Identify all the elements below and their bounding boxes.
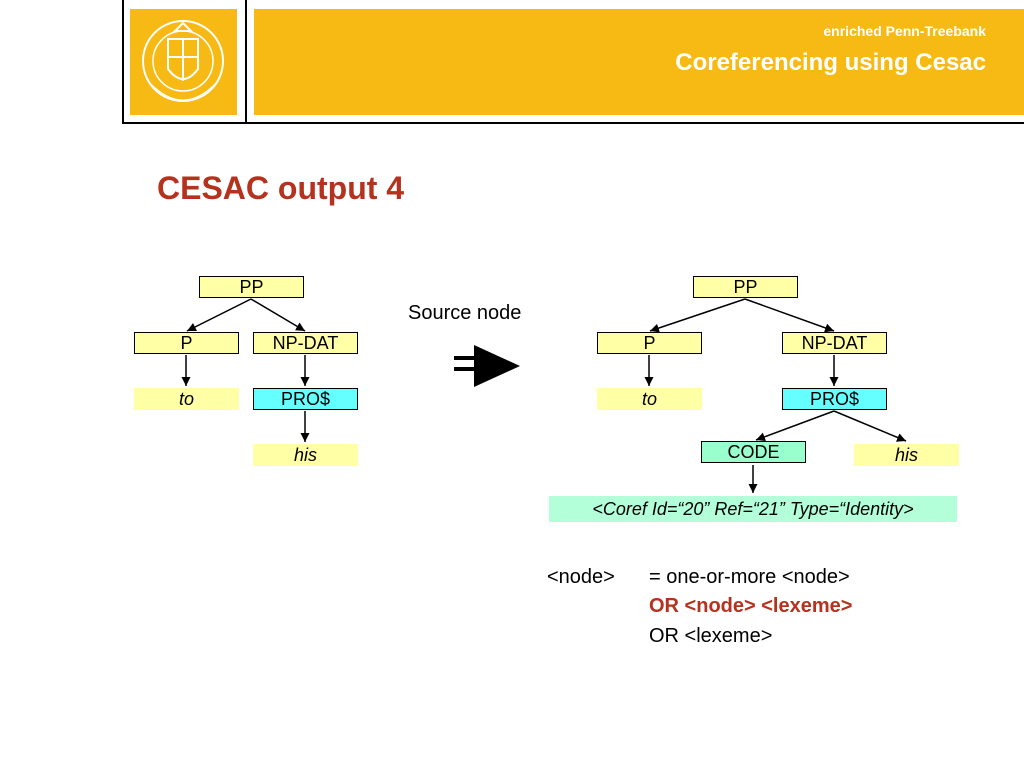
university-logo — [130, 9, 237, 115]
left-node-pro: PRO$ — [253, 388, 358, 410]
rule-lhs: <node> — [547, 566, 615, 588]
header-subtitle: enriched Penn-Treebank — [823, 23, 986, 39]
edge-right-pp-npdat — [744, 298, 835, 333]
frame-line-horizontal — [122, 122, 1024, 124]
right-node-np-dat: NP-DAT — [782, 332, 887, 354]
right-node-p: P — [597, 332, 702, 354]
frame-line-vertical-mid — [245, 0, 247, 124]
edge-left-pp-npdat — [250, 298, 306, 332]
right-node-code: CODE — [701, 441, 806, 463]
header-banner: enriched Penn-Treebank Coreferencing usi… — [254, 9, 1024, 115]
edge-left-pp-p — [186, 298, 252, 332]
right-leaf-his: his — [854, 444, 959, 466]
slide-title: CESAC output 4 — [157, 170, 405, 206]
edge-right-pro-code — [755, 410, 835, 442]
rule-line-3: OR <lexeme> — [649, 625, 773, 647]
right-node-pro: PRO$ — [782, 388, 887, 410]
frame-line-vertical-left — [122, 0, 124, 124]
source-node-label: Source node — [408, 302, 522, 324]
left-node-np-dat: NP-DAT — [253, 332, 358, 354]
seal-icon — [142, 20, 224, 102]
left-node-pp: PP — [199, 276, 304, 298]
edge-right-pp-p — [649, 298, 746, 333]
rule-line-1: = one-or-more <node> — [649, 566, 850, 588]
implies-arrow-icon — [454, 345, 520, 387]
coref-leaf: <Coref Id=“20” Ref=“21” Type=“Identity> — [549, 496, 957, 522]
left-leaf-to: to — [134, 388, 239, 410]
left-leaf-his: his — [253, 444, 358, 466]
edge-right-pro-his — [833, 410, 907, 442]
right-node-pp: PP — [693, 276, 798, 298]
header-title: Coreferencing using Cesac — [675, 49, 986, 76]
left-node-p: P — [134, 332, 239, 354]
right-leaf-to: to — [597, 388, 702, 410]
rule-line-2: OR <node> <lexeme> — [649, 595, 853, 617]
